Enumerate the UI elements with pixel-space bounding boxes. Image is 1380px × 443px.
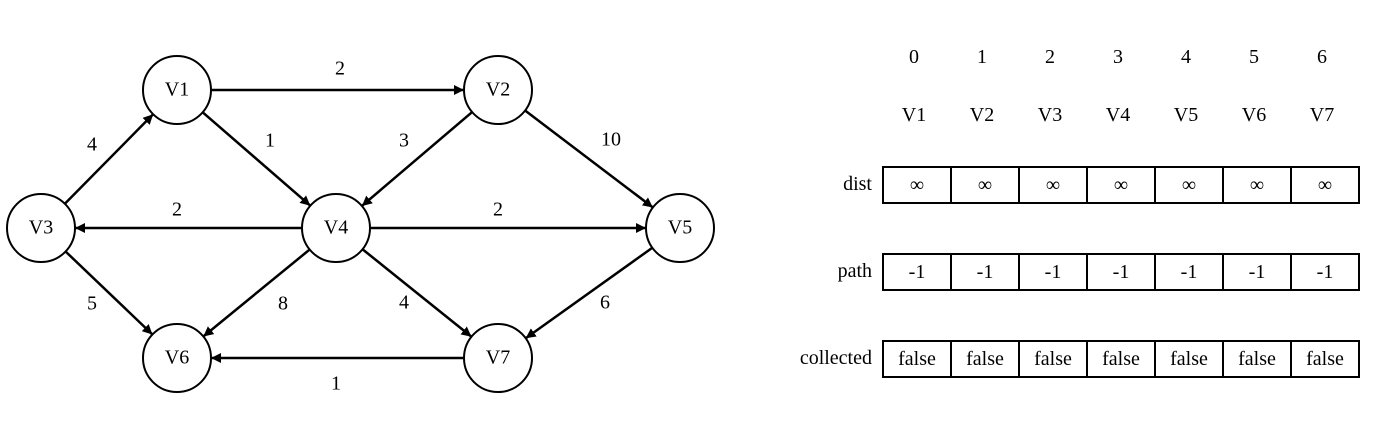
collected-cell: false — [1154, 340, 1224, 378]
index-header: 4 — [1181, 46, 1191, 68]
edge-weight-v2-v5: 10 — [601, 129, 621, 151]
dist-cell: ∞ — [1222, 166, 1292, 204]
path-cell: -1 — [1018, 253, 1088, 291]
node-circle — [463, 323, 533, 393]
edge-v1-v4 — [201, 111, 312, 207]
node-v4: V4 — [301, 193, 371, 263]
edge-v5-v7 — [524, 246, 654, 340]
collected-cell: false — [1222, 340, 1292, 378]
edge-weight-v4-v3: 2 — [172, 199, 182, 221]
node-label: V7 — [486, 347, 510, 369]
edge-weight-v5-v7: 6 — [600, 292, 610, 314]
node-label: V6 — [165, 347, 189, 369]
node-circle — [142, 55, 212, 125]
index-header: 3 — [1113, 46, 1123, 68]
row-path: -1-1-1-1-1-1-1 — [882, 253, 1360, 291]
edge-weight-v4-v5: 2 — [493, 199, 503, 221]
path-cell: -1 — [1086, 253, 1156, 291]
edge-weight-v7-v6: 1 — [331, 373, 341, 395]
edge-weight-v4-v6: 8 — [278, 293, 288, 315]
node-circle — [645, 193, 715, 263]
node-v3: V3 — [6, 193, 76, 263]
node-v1: V1 — [142, 55, 212, 125]
dist-cell: ∞ — [1086, 166, 1156, 204]
node-circle — [463, 55, 533, 125]
edge-weight-v4-v7: 4 — [399, 292, 409, 314]
collected-cell: false — [950, 340, 1020, 378]
row-label-path: path — [837, 260, 872, 282]
edge-weight-v3-v6: 5 — [87, 293, 97, 315]
row-label-collected: collected — [799, 347, 872, 369]
node-label: V4 — [324, 217, 348, 239]
edge-weight-v2-v4: 3 — [399, 130, 409, 152]
node-circle — [142, 323, 212, 393]
node-v5: V5 — [645, 193, 715, 263]
index-header: 0 — [909, 46, 919, 68]
edge-weight-v3-v1: 4 — [87, 134, 97, 156]
collected-cell: false — [882, 340, 952, 378]
edge-weight-v1-v4: 1 — [265, 130, 275, 152]
path-cell: -1 — [950, 253, 1020, 291]
row-label-dist: dist — [843, 173, 872, 195]
index-header: 5 — [1249, 46, 1259, 68]
vertex-header: V2 — [969, 104, 995, 126]
node-v2: V2 — [463, 55, 533, 125]
path-cell: -1 — [1154, 253, 1224, 291]
edge-weight-v1-v2: 2 — [335, 58, 345, 80]
node-label: V2 — [486, 79, 510, 101]
path-cell: -1 — [1222, 253, 1292, 291]
node-label: V5 — [668, 217, 692, 239]
edge-v2-v4 — [361, 111, 473, 207]
index-header: 2 — [1045, 46, 1055, 68]
index-header: 1 — [977, 46, 987, 68]
vertex-header: V6 — [1241, 104, 1267, 126]
dist-cell: ∞ — [1154, 166, 1224, 204]
edge-v2-v5 — [524, 109, 654, 209]
collected-cell: false — [1086, 340, 1156, 378]
edge-v4-v7 — [361, 248, 473, 338]
dist-cell: ∞ — [882, 166, 952, 204]
dist-cell: ∞ — [950, 166, 1020, 204]
path-cell: -1 — [882, 253, 952, 291]
node-circle — [301, 193, 371, 263]
vertex-header: V5 — [1173, 104, 1199, 126]
dist-cell: ∞ — [1018, 166, 1088, 204]
path-cell: -1 — [1290, 253, 1360, 291]
node-circle — [6, 193, 76, 263]
vertex-header: V3 — [1037, 104, 1063, 126]
edge-v4-v6 — [202, 248, 311, 338]
vertex-header: V1 — [901, 104, 927, 126]
dist-cell: ∞ — [1290, 166, 1360, 204]
collected-cell: false — [1290, 340, 1360, 378]
node-v6: V6 — [142, 323, 212, 393]
collected-cell: false — [1018, 340, 1088, 378]
node-label: V1 — [165, 79, 189, 101]
vertex-header: V7 — [1309, 104, 1335, 126]
node-label: V3 — [29, 217, 53, 239]
node-v7: V7 — [463, 323, 533, 393]
edge-v3-v6 — [64, 250, 154, 336]
row-dist: ∞∞∞∞∞∞∞ — [882, 166, 1360, 204]
index-header: 6 — [1317, 46, 1327, 68]
vertex-header: V4 — [1105, 104, 1131, 126]
edge-v3-v1 — [63, 113, 155, 205]
